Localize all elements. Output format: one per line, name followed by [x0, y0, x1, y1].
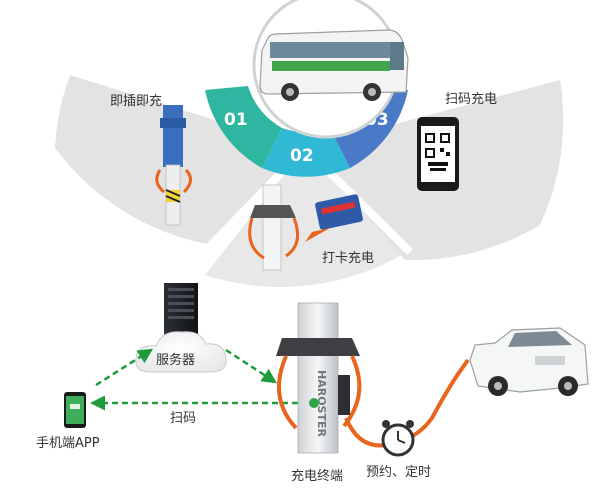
qr-code-icon — [425, 133, 450, 171]
arrow-phone-to-server — [95, 348, 154, 387]
segment-02[interactable] — [262, 128, 350, 177]
card-charger-icon — [248, 184, 300, 271]
method-plug-label: 即插即充 — [110, 93, 162, 109]
terminal-brand: HAROSTER — [315, 370, 328, 437]
segment-03[interactable] — [330, 86, 408, 168]
bus-icon — [259, 29, 409, 101]
method-scan-label: 扫码充电 — [445, 91, 497, 107]
server-icon — [164, 283, 198, 341]
system-flow: 服务器 手机端APP 扫码 HAROSTER 充电终端 — [36, 283, 589, 484]
plug-charger-icon — [155, 105, 192, 226]
alarm-clock-icon — [381, 420, 415, 457]
phone-icon — [64, 392, 86, 428]
card-arrow-icon — [305, 228, 330, 242]
method-card-label: 打卡充电 — [322, 250, 374, 266]
schedule-label: 预约、定时 — [366, 465, 431, 480]
phone-app-label: 手机端APP — [36, 436, 100, 451]
card-icon — [315, 194, 363, 230]
car-icon — [469, 327, 589, 396]
qr-phone-icon — [417, 117, 459, 191]
segment-01[interactable] — [205, 86, 282, 168]
label-02: 02 — [290, 146, 314, 166]
method-fan: 01 02 03 即插即充 扫码充电 打卡充电 — [55, 0, 564, 287]
terminal-label: 充电终端 — [291, 468, 343, 484]
server-label: 服务器 — [156, 352, 195, 368]
label-01: 01 — [224, 110, 248, 130]
scan-label: 扫码 — [170, 411, 196, 426]
cloud-icon — [135, 331, 227, 373]
terminal-indicator — [309, 398, 319, 408]
arrow-server-to-terminal — [225, 348, 278, 384]
charging-terminal-icon: HAROSTER — [276, 302, 362, 454]
charging-cable — [344, 358, 470, 448]
